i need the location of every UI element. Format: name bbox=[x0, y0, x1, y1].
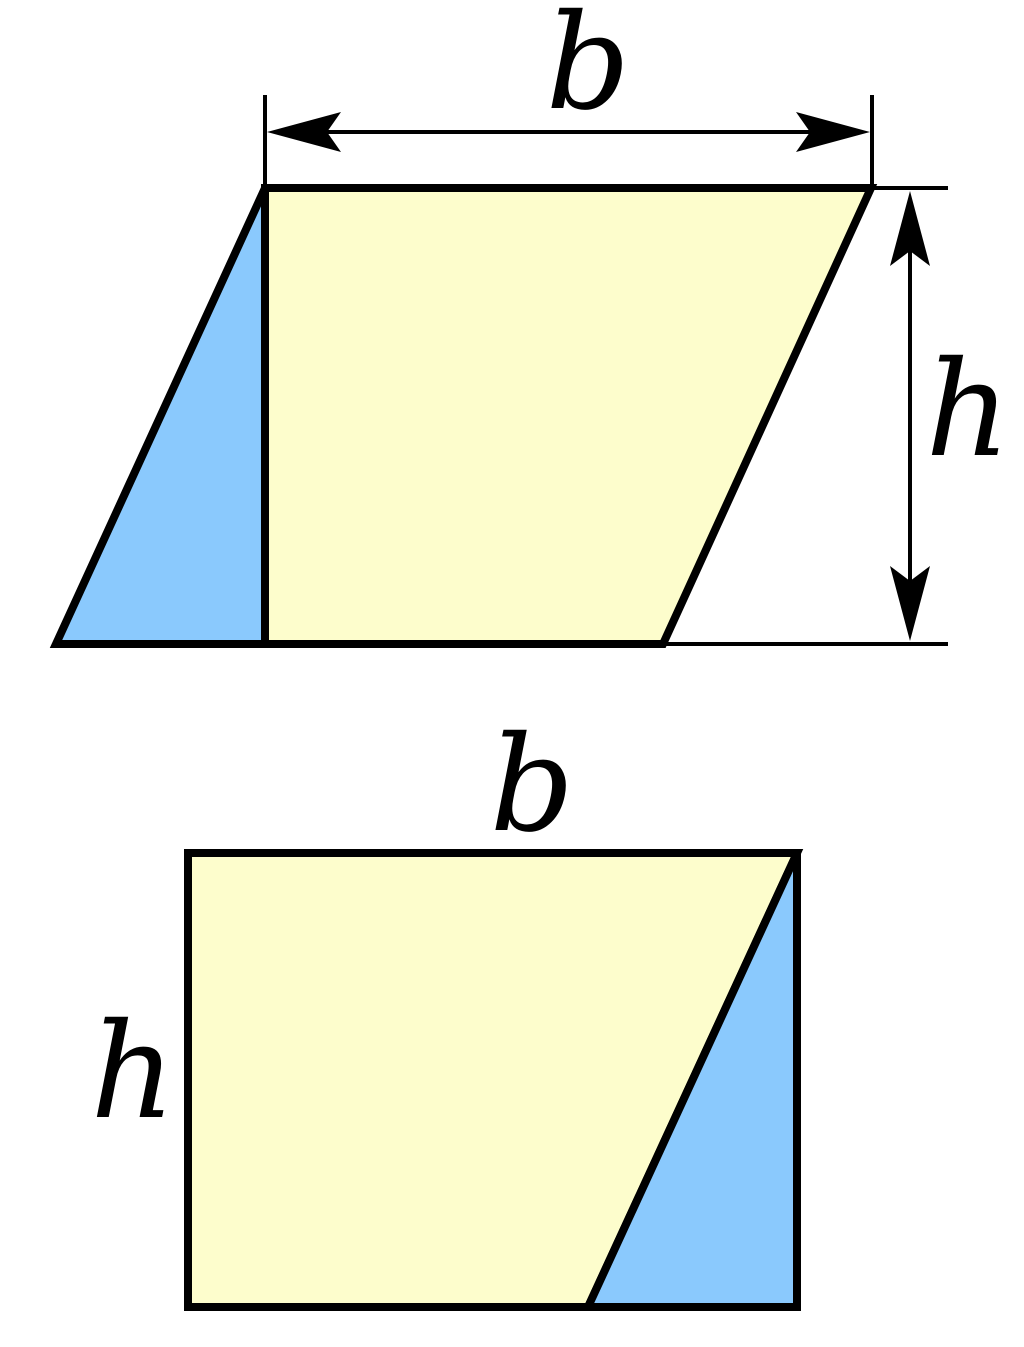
base-arrowhead-left bbox=[267, 112, 341, 152]
bottom-height-label: h bbox=[90, 995, 175, 1149]
bottom-moved-triangle bbox=[581, 851, 801, 1311]
top-height-label: h bbox=[925, 333, 1010, 487]
top-parallelogram-figure: b h bbox=[49, 0, 1011, 648]
height-arrowhead-top bbox=[890, 191, 930, 266]
top-base-label: b bbox=[546, 0, 631, 140]
top-trapezoid bbox=[261, 184, 878, 648]
top-cut-triangle bbox=[49, 186, 269, 648]
base-arrowhead-right bbox=[796, 112, 870, 152]
bottom-rectangle-figure: b h bbox=[90, 708, 804, 1311]
height-arrowhead-bottom bbox=[890, 566, 930, 641]
bottom-base-label: b bbox=[490, 708, 575, 862]
